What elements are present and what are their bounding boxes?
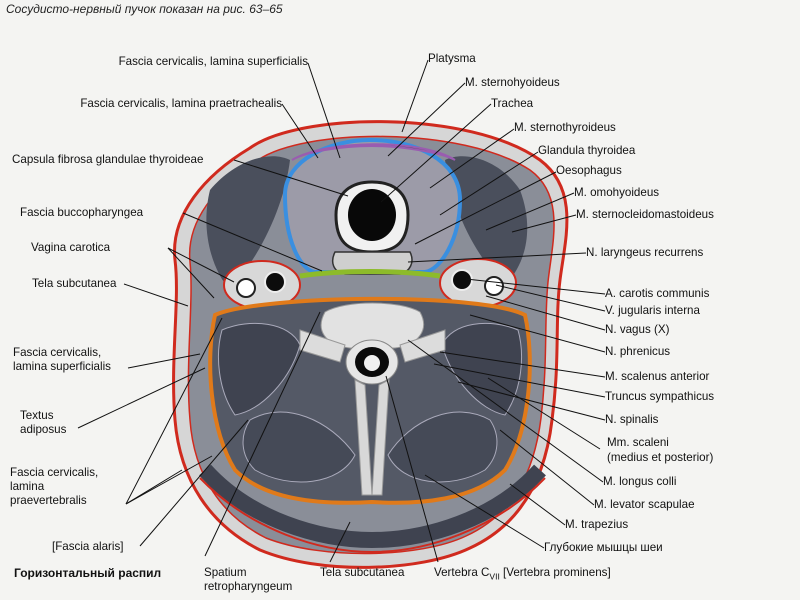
trapezius (199, 464, 546, 549)
scalene-right (441, 322, 522, 416)
label-vertebra-sub: VII (489, 571, 500, 582)
label-glandula-thyroidea: Glandula thyroidea (538, 144, 636, 157)
buccopharyngeal-fascia (299, 269, 441, 279)
trachea-lumen (348, 189, 396, 241)
outer-fascia-bottom (199, 477, 546, 554)
label-tela-subcutanea-bottom: Tela subcutanea (320, 566, 405, 579)
label-fascia-superficialis-left-2: lamina superficialis (13, 360, 111, 373)
label-oesophagus: Oesophagus (556, 164, 622, 177)
label-truncus-sympathicus: Truncus sympathicus (605, 390, 715, 403)
label-spatium-1: Spatium (204, 566, 247, 579)
label-longus-colli: M. longus colli (603, 475, 677, 488)
label-deep-muscles: Глубокие мышцы шеи (544, 541, 663, 554)
label-phrenicus: N. phrenicus (605, 345, 671, 358)
label-fascia-praevertebralis-2: lamina (10, 480, 45, 493)
label-platysma: Platysma (428, 52, 476, 65)
label-jugularis-interna: V. jugularis interna (605, 304, 700, 317)
leader-lines (77, 59, 606, 563)
label-trapezius: M. trapezius (565, 518, 629, 531)
label-fascia-praevertebralis-3: praevertebralis (10, 494, 87, 507)
label-scaleni-1: Mm. scaleni (607, 436, 669, 449)
label-carotis-communis: A. carotis communis (605, 287, 710, 300)
carotid-sheath-right (439, 258, 517, 308)
label-trachea: Trachea (491, 97, 534, 110)
caption: Сосудисто-нервный пучок показан на рис. … (6, 2, 283, 16)
label-textus-adiposus-2: adiposus (20, 423, 67, 436)
label-vagus: N. vagus (X) (605, 323, 670, 336)
label-levator-scapulae: M. levator scapulae (594, 498, 695, 511)
vertebra-c7 (299, 302, 446, 496)
label-laryngeus-recurrens: N. laryngeus recurrens (586, 246, 704, 259)
deep-back-left (242, 411, 356, 483)
label-fascia-alaris: [Fascia alaris] (52, 540, 124, 553)
label-spinalis: N. spinalis (605, 413, 659, 426)
footer-title: Горизонтальный распил (14, 566, 162, 580)
label-capsula-thyroideae: Capsula fibrosa glandulae thyroideae (12, 153, 204, 166)
deep-back-right (387, 411, 498, 483)
label-vagina-carotica: Vagina carotica (31, 241, 111, 254)
label-fascia-praetrachealis: Fascia cervicalis, lamina praetrachealis (80, 97, 282, 110)
label-spatium-2: retropharyngeum (204, 580, 293, 593)
label-vertebra-main: Vertebra C (434, 566, 490, 579)
label-textus-adiposus-1: Textus (20, 409, 54, 422)
label-sternohyoideus: M. sternohyoideus (465, 76, 560, 89)
label-tela-subcutanea-left: Tela subcutanea (32, 277, 117, 290)
label-sternothyroideus: M. sternothyroideus (514, 121, 616, 134)
label-sternocleidomastoideus: M. sternocleidomastoideus (576, 208, 714, 221)
sternocleidomastoid-left (206, 156, 290, 290)
scalene-left (218, 322, 301, 416)
label-fascia-praevertebralis-1: Fascia cervicalis, (10, 466, 99, 479)
label-scaleni-2: (medius et posterior) (607, 451, 714, 464)
label-fascia-superficialis-top: Fascia cervicalis, lamina superficialis (118, 55, 308, 68)
label-omohyoideus: M. omohyoideus (574, 186, 660, 199)
sternocleidomastoid-right (445, 156, 528, 285)
label-vertebra-rest: [Vertebra prominens] (499, 566, 611, 579)
label-scalenus-anterior: M. scalenus anterior (605, 370, 710, 383)
label-fascia-buccopharyngea: Fascia buccopharyngea (20, 206, 144, 219)
label-fascia-superficialis-left-1: Fascia cervicalis, (13, 346, 102, 359)
carotid-sheath-left (223, 260, 301, 310)
label-vertebra: Vertebra CVII [Vertebra prominens] (434, 566, 611, 583)
